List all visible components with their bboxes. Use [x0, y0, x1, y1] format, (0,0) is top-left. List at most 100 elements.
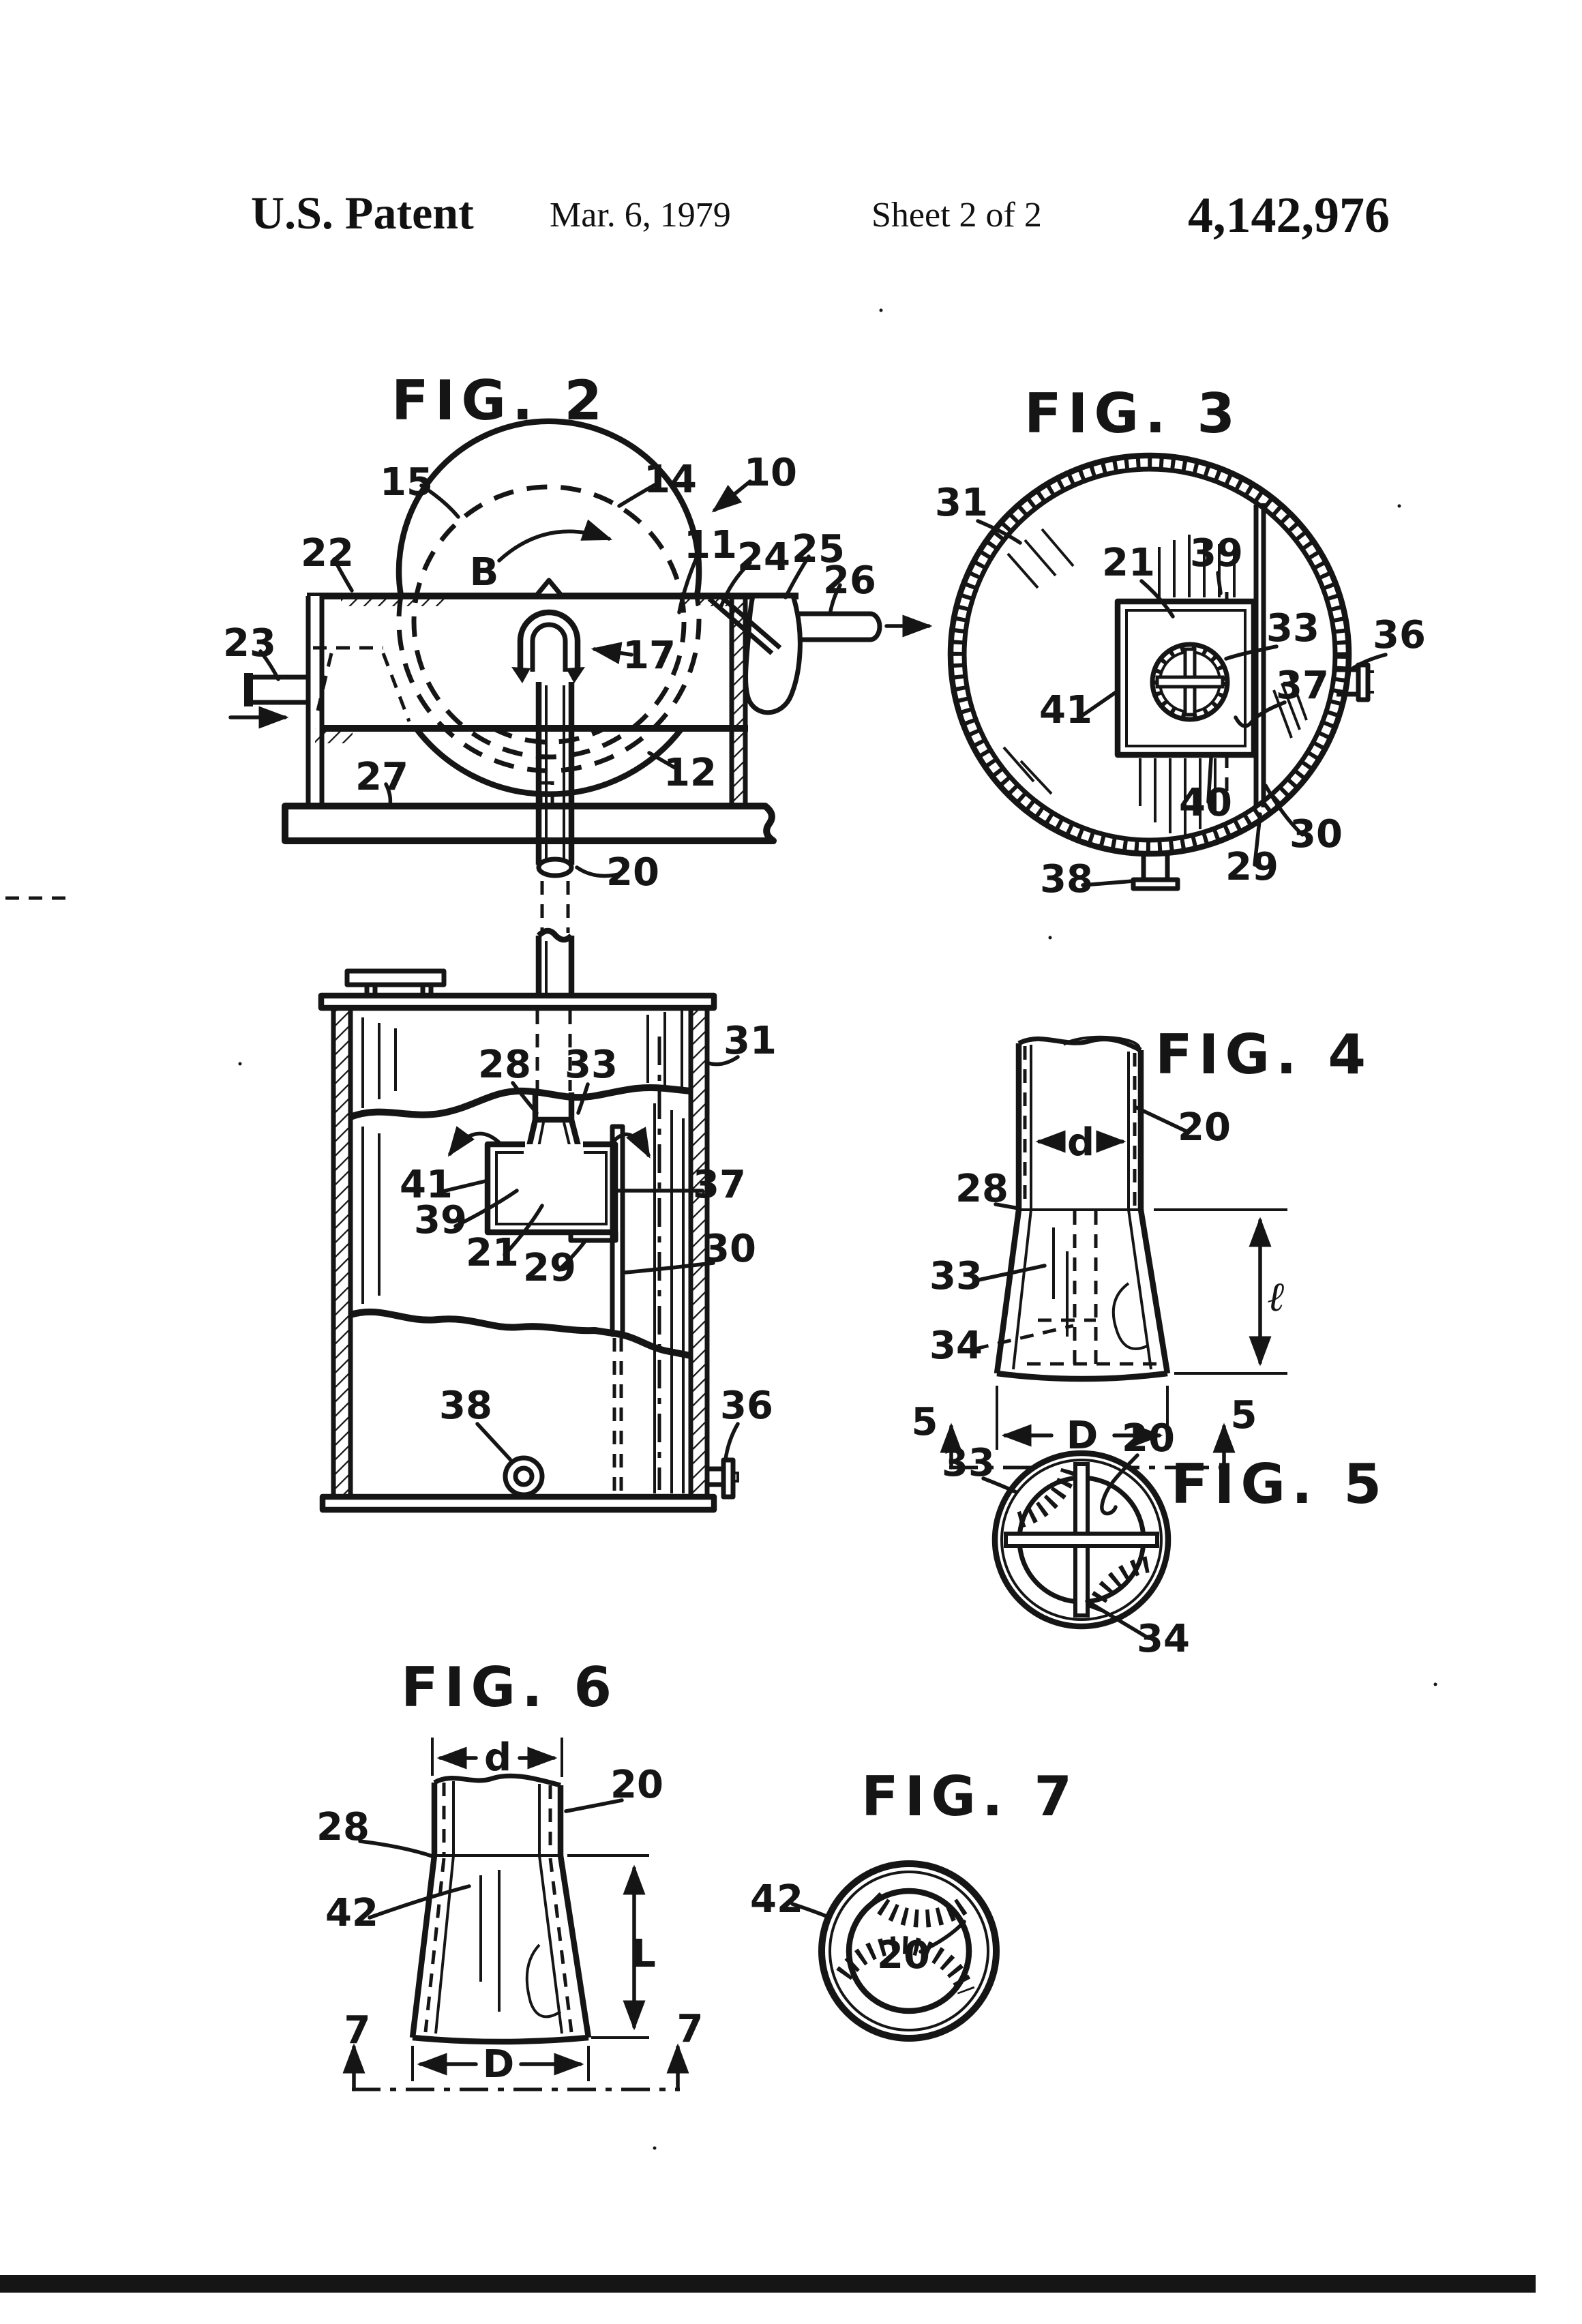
fig3-ref-36: 36	[1373, 613, 1426, 657]
leader-12	[647, 751, 677, 770]
fig3-side-fitting-nub	[1368, 670, 1374, 694]
fig5-title: FIG. 5	[1171, 1452, 1388, 1516]
leader-27	[384, 782, 393, 807]
fig7-bore-circle	[846, 1888, 972, 2014]
leader-21v	[1139, 579, 1175, 619]
fig4-ref-33: 33	[929, 1254, 983, 1298]
fig7-rim-hatch-lower	[836, 1936, 975, 1995]
arrow-17	[591, 642, 633, 664]
leader-28f4	[994, 1202, 1021, 1210]
outlet-pipe	[799, 611, 882, 642]
arrow-10	[711, 479, 752, 513]
fig4-title: FIG. 4	[1155, 1023, 1372, 1086]
leader-11	[677, 552, 700, 614]
tank-ref-41: 41	[400, 1163, 453, 1207]
fig2-ref-B: B	[470, 550, 499, 595]
fig4-tube-mouth	[1062, 1035, 1141, 1053]
fig6-ref-42: 42	[325, 1891, 378, 1935]
leader-22	[332, 557, 354, 593]
lower-water-line	[349, 1308, 691, 1359]
leader-20	[575, 865, 621, 878]
fig6-ref-20: 20	[610, 1763, 663, 1807]
leader-41v	[1079, 689, 1119, 718]
box-step-bar	[568, 1230, 618, 1243]
rotation-arrow-B	[497, 519, 613, 563]
fig6-dim-d-ticks	[431, 1738, 563, 1777]
shackle-inner	[530, 622, 568, 672]
fig4-cone	[994, 1209, 1171, 1382]
baffle-hidden-lines	[612, 1338, 623, 1495]
tank-bottom	[319, 1493, 717, 1513]
leader-20f6	[564, 1798, 624, 1813]
leader-33v	[1224, 644, 1279, 661]
leader-28t	[511, 1081, 539, 1115]
fig4-ext-lines	[1154, 1208, 1287, 1375]
sheet-header: U.S. Patent Mar. 6, 1979 Sheet 2 of 2 4,…	[251, 187, 1390, 243]
hatch-under-midline	[315, 728, 353, 743]
drain-port-inner	[513, 1465, 535, 1487]
fig4-section-5-right: 5	[1231, 1393, 1257, 1437]
fig7-ref-20: 20	[877, 1933, 930, 1978]
fig6-cone-lip	[525, 1943, 562, 2018]
fig6-section-7-right: 7	[677, 2007, 704, 2051]
tube-dashed-continuation	[540, 881, 570, 933]
leader-20f7	[919, 1920, 966, 1954]
housing-right-wall	[732, 596, 745, 806]
fig3-ref-33: 33	[1266, 606, 1319, 651]
leader-33f4	[973, 1264, 1047, 1283]
fig4-tube-break-top	[1017, 1036, 1142, 1053]
leader-42f7	[790, 1902, 829, 1918]
fig2-ref-12: 12	[663, 751, 717, 795]
fig6-tube-break-top	[433, 1773, 561, 1788]
inlet-pipe-cap	[244, 673, 253, 706]
fig4-hidden-lines	[1027, 1211, 1158, 1367]
fig6-title: FIG. 6	[401, 1656, 618, 1719]
leader-25	[783, 554, 811, 599]
fig4-section-5-left: 5	[912, 1400, 938, 1444]
speck	[879, 308, 883, 312]
fig3-ref-41: 41	[1039, 688, 1092, 732]
fig2-ref-10: 10	[744, 451, 797, 495]
drain-port-outer	[503, 1455, 545, 1498]
leader-31t	[704, 1055, 740, 1067]
side-fitting-flange	[721, 1457, 736, 1500]
tank-ref-33: 33	[565, 1043, 618, 1087]
tank-left-wall	[331, 1008, 353, 1497]
fig3-ref-29: 29	[1225, 845, 1279, 889]
fig3-bottom-fitting-pipe	[1141, 852, 1170, 880]
tank-right-wall-hatch	[692, 1008, 706, 1497]
leader-34f4	[974, 1324, 1074, 1351]
leader-30t	[623, 1261, 715, 1275]
trough-dashed-arc	[492, 726, 606, 745]
fig2-ref-22: 22	[301, 531, 354, 576]
fig5-cross-horizontal	[1004, 1532, 1159, 1548]
leader-30v	[1264, 784, 1304, 837]
tank-inlet-stub	[535, 927, 575, 997]
leader-37v	[1234, 700, 1287, 728]
fig3-ref-21: 21	[1102, 541, 1155, 585]
fig3-ref-37: 37	[1276, 664, 1329, 708]
fig4-dim-d-label: d	[1067, 1120, 1094, 1165]
trough-arc	[413, 726, 685, 797]
leader-15	[419, 483, 460, 519]
chute-lines	[707, 593, 782, 655]
nozzle-cross-horizontal	[1155, 675, 1225, 689]
leader-14	[617, 482, 658, 508]
shackle-outer	[517, 609, 581, 672]
fig2-ref-14: 14	[644, 458, 697, 502]
fig4-drawing: FIG. 4 d ℓ D 5 5 20 28 33 34	[912, 1023, 1372, 1470]
nozzle-legs	[364, 985, 434, 996]
speck	[238, 1062, 242, 1066]
fig3-side-fitting-pipe	[1337, 667, 1358, 697]
fig3-ref-31: 31	[935, 481, 988, 525]
fig3-drawing: FIG. 3 31 21 39 33 37 36 41 40 30 29 38	[935, 382, 1426, 902]
leader-41t	[438, 1179, 488, 1194]
shackle-feet	[511, 667, 585, 683]
fig5-rim-hatch-upper	[1011, 1468, 1077, 1530]
vessel-shading	[1002, 528, 1308, 836]
fig2-drawing: FIG. 2 15 14 10	[223, 369, 933, 933]
tank-ref-39: 39	[414, 1198, 467, 1242]
drum-dashed-circle	[411, 484, 687, 760]
fig5-ref-34: 34	[1137, 1617, 1190, 1661]
speck	[1397, 504, 1401, 508]
